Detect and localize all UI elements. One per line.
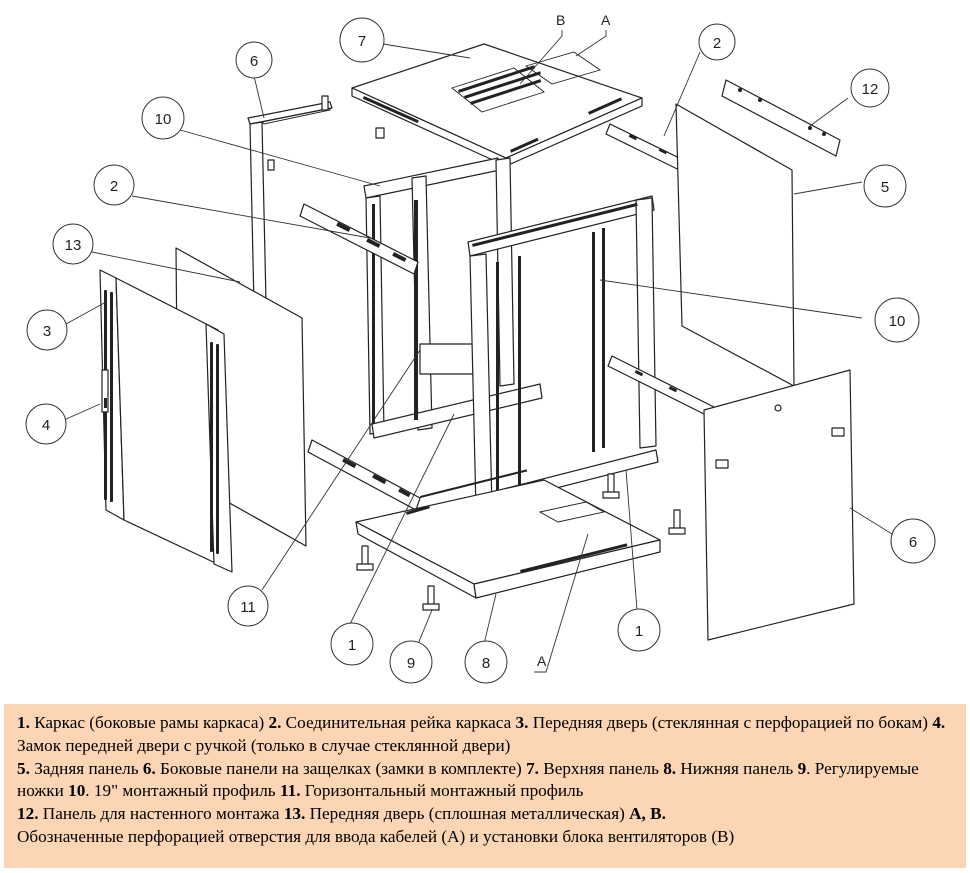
letter-a-bottom: A: [537, 653, 547, 669]
callout-1-left-label: 1: [348, 637, 356, 654]
callout-11: 11: [227, 585, 269, 627]
legend-num-9: 9: [797, 758, 807, 778]
glass-front-door: [99, 269, 233, 573]
callout-5-label: 5: [881, 179, 889, 196]
legend-text-9: . Регулируемые ножки: [17, 758, 919, 801]
legend-num-11: 11.: [279, 781, 301, 801]
left-lower-rail: [307, 439, 421, 511]
callout-12: 12: [850, 68, 890, 108]
callout-2-top-right: 2: [698, 23, 736, 61]
legend-num-8: 8.: [663, 758, 677, 778]
legend-text-10: . 19" монтажный профиль: [85, 781, 280, 801]
callout-11-label: 11: [240, 599, 256, 616]
front-frame: [467, 195, 659, 511]
left-side-panel: [247, 95, 385, 307]
letter-a-top: A: [601, 12, 611, 28]
callout-9: 9: [389, 640, 433, 684]
legend-text-11: Горизонтальный монтажный профиль: [300, 781, 584, 801]
callout-10-right-label: 10: [889, 313, 906, 330]
callout-8-label: 8: [482, 655, 490, 672]
callout-10-upper: 10: [141, 96, 185, 140]
legend-text-5: Задняя панель: [29, 758, 143, 778]
legend-box: 1. Каркас (боковые рамы каркаса) 2. Соед…: [4, 704, 966, 868]
legend-text-3: Передняя дверь (стеклянная с перфорацией…: [528, 713, 933, 732]
callout-13-label: 13: [65, 237, 82, 254]
legend-num-3: 3.: [515, 713, 529, 732]
legend-num-5: 5.: [17, 758, 30, 778]
right-side-panel: [703, 369, 855, 641]
legend-text-1: Каркас (боковые рамы каркаса): [29, 713, 269, 732]
callout-1-right: 1: [617, 608, 661, 652]
legend-text-2: Соединительная рейка каркаса: [281, 713, 516, 732]
callout-9-label: 9: [407, 655, 415, 672]
legend-num-ab: A, B.: [629, 804, 666, 824]
legend-text-13: Передняя дверь (сплошная металлическая): [305, 804, 630, 824]
legend-num-4: 4.: [932, 713, 946, 732]
legend-text-4: Замок передней двери с ручкой (только в …: [17, 735, 511, 755]
legend-num-1: 1.: [17, 713, 30, 732]
callout-8: 8: [464, 640, 508, 684]
callout-10-upper-label: 10: [155, 111, 172, 128]
legend-num-13: 13.: [283, 804, 306, 824]
callout-3: 3: [26, 309, 68, 351]
callout-6-right: 6: [890, 518, 936, 564]
callout-1-right-label: 1: [635, 623, 643, 640]
exploded-cabinet-diagram: 7 6 2 12 10 2 5 13 3 10 4 6 11 1 1 9 8 B…: [25, 12, 936, 684]
rear-frame: [363, 157, 543, 439]
legend-num-6: 6.: [142, 758, 156, 778]
legend-num-12: 12.: [17, 804, 39, 824]
rear-panel: [675, 103, 795, 387]
adjustable-feet: [356, 473, 686, 611]
legend-num-10: 10: [68, 781, 86, 801]
callout-13: 13: [52, 223, 94, 265]
callout-6-right-label: 6: [909, 534, 917, 551]
callout-3-label: 3: [43, 323, 51, 340]
legend-num-7: 7.: [526, 758, 539, 778]
callout-12-label: 12: [862, 81, 879, 98]
callout-7: 7: [339, 17, 385, 63]
bottom-panel: [355, 469, 661, 599]
wall-mount-plate: [721, 79, 841, 157]
callout-1-left: 1: [330, 622, 374, 666]
callout-4: 4: [25, 403, 67, 445]
callout-5: 5: [863, 164, 907, 208]
legend-text-8: Нижняя панель: [676, 758, 798, 778]
leader-lines: [63, 30, 893, 673]
right-lower-rail: [607, 355, 717, 419]
callout-2-left-label: 2: [110, 178, 118, 195]
top-panel: [351, 43, 643, 167]
legend-text-12: Панель для настенного монтажа: [38, 804, 284, 824]
callout-6-left: 6: [235, 41, 273, 79]
legend-text-7: Верхняя панель: [538, 758, 664, 778]
legend-num-2: 2.: [268, 713, 282, 732]
letter-markers: B A A: [537, 12, 611, 669]
callout-7-label: 7: [358, 33, 366, 50]
letter-b: B: [556, 12, 565, 28]
legend-text-6: Боковые панели на защелках (замки в комп…: [155, 758, 527, 778]
callout-10-right: 10: [874, 297, 920, 343]
callout-markers: 7 6 2 12 10 2 5 13 3 10 4 6 11 1 1 9 8: [25, 17, 936, 684]
callout-6-left-label: 6: [250, 53, 258, 70]
left-upper-rail: [299, 203, 419, 275]
callout-2-left: 2: [93, 164, 135, 206]
callout-4-label: 4: [42, 417, 50, 434]
legend-footer: Обозначенные перфорацией отверстия для в…: [17, 826, 735, 846]
callout-2-top-right-label: 2: [713, 35, 721, 52]
